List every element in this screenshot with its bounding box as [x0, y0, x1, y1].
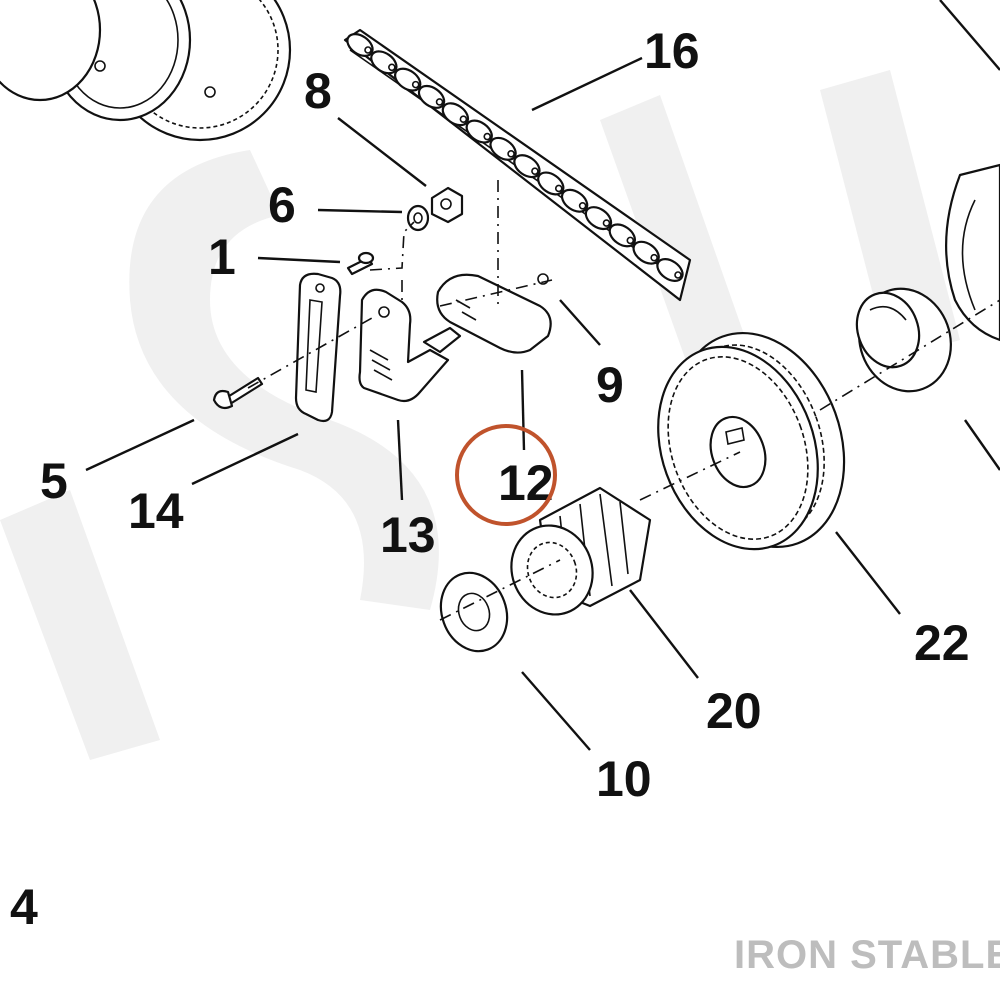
chain-pin: [507, 150, 515, 158]
chain-pin: [554, 184, 563, 193]
chain-link: [513, 154, 541, 179]
chain-pin: [411, 80, 420, 89]
callout-14: 14: [128, 483, 184, 539]
highlight-circle: [455, 424, 557, 526]
chain-link: [465, 119, 493, 144]
callout-8: 8: [304, 63, 332, 119]
nut-part-8: [430, 186, 464, 224]
callout-22: 22: [914, 615, 970, 671]
chain-pin: [578, 201, 587, 210]
chain-link: [608, 223, 636, 248]
chain-pin: [459, 115, 468, 124]
chain-pin: [602, 219, 611, 227]
chain-link: [656, 257, 684, 283]
chain: [343, 28, 692, 302]
shoe-part-12: [436, 273, 552, 354]
chain-link: [346, 32, 374, 58]
screw-part-1: [346, 251, 375, 276]
callout-13: 13: [380, 507, 436, 563]
washer-part-6: [406, 204, 430, 232]
chain-pin: [388, 63, 396, 72]
chain-pin: [674, 271, 682, 279]
callout-9: 9: [596, 357, 624, 413]
chain-pin: [531, 167, 539, 175]
chain-link: [417, 84, 446, 109]
callout-6: 6: [268, 177, 296, 233]
brand-watermark-text: IRON STABLE: [734, 933, 1000, 977]
spacer: [855, 287, 952, 393]
chain-pin: [650, 253, 658, 262]
chain-pin: [626, 236, 635, 245]
clip-part-9: [537, 273, 549, 285]
callouts: 1 4 5 6 8 9 10 12 13 14 16 20 22: [10, 23, 970, 935]
chain-pin: [364, 46, 372, 54]
callout-10: 10: [596, 751, 652, 807]
slotted-plate-part-14: [294, 272, 342, 423]
chain-pin: [435, 98, 444, 106]
center-lines: [247, 180, 1000, 621]
bracket-part-13: [358, 288, 462, 403]
callout-4: 4: [10, 879, 38, 935]
chain-link: [560, 188, 589, 213]
washer-part-10: [439, 571, 509, 653]
chain-link: [537, 171, 565, 196]
chain-link: [489, 136, 517, 161]
hub-part-20: [510, 486, 652, 616]
callout-12: 12: [498, 455, 554, 511]
chain-link: [632, 240, 660, 265]
chain-link: [394, 67, 422, 92]
top-sprocket: [0, 0, 292, 142]
callout-1: 1: [208, 229, 236, 285]
sprocket-part-22: [657, 331, 846, 551]
chain-link: [441, 102, 470, 127]
watermark: [0, 70, 960, 760]
callout-20: 20: [706, 683, 762, 739]
chain-pin: [483, 132, 492, 141]
callout-16: 16: [644, 23, 700, 79]
primary-cover: [939, 0, 1000, 471]
leader-lines: [85, 56, 901, 751]
chain-link: [370, 50, 398, 75]
callout-5: 5: [40, 453, 68, 509]
chain-link: [584, 206, 613, 231]
